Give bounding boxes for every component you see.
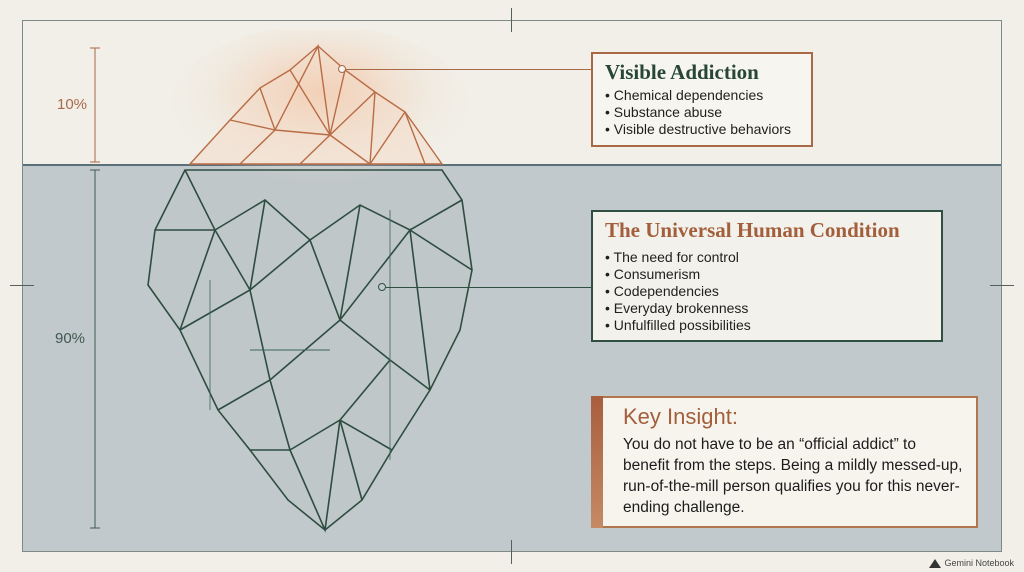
hidden-percent-label: 90% — [55, 330, 86, 347]
list-item: Codependencies — [605, 283, 929, 300]
key-insight-accent-bar — [591, 396, 603, 528]
list-item: Substance abuse — [605, 104, 799, 121]
visible-percent-label: 10% — [57, 96, 88, 113]
human-condition-title: The Universal Human Condition — [605, 218, 900, 242]
list-item: Unfulfilled possibilities — [605, 317, 929, 334]
key-insight-text: You do not have to be an “official addic… — [623, 436, 963, 516]
visible-connector-dot — [338, 65, 346, 73]
spark-icon — [929, 558, 942, 568]
list-item: Everyday brokenness — [605, 300, 929, 317]
hidden-leader-line — [386, 287, 591, 288]
visible-leader-line — [346, 69, 591, 70]
hidden-connector-dot — [378, 283, 386, 291]
list-item: Chemical dependencies — [605, 87, 799, 104]
footer-label: Gemini Notebook — [944, 558, 1014, 568]
visible-addiction-list: Chemical dependencies Substance abuse Vi… — [605, 87, 799, 138]
human-condition-list: The need for control Consumerism Codepen… — [605, 249, 929, 334]
blueprint-frame — [22, 20, 1002, 552]
iceberg-illustration — [147, 30, 473, 533]
frame-tick-top — [511, 8, 512, 32]
human-condition-card: The Universal Human Condition The need f… — [591, 210, 943, 342]
visible-addiction-card: Visible Addiction Chemical dependencies … — [591, 52, 813, 147]
key-insight-card: Key Insight: You do not have to be an “o… — [591, 396, 978, 528]
measurement-brackets — [90, 47, 100, 529]
key-insight-title: Key Insight: — [623, 404, 738, 429]
frame-tick-bottom — [511, 540, 512, 564]
list-item: The need for control — [605, 249, 929, 266]
frame-tick-left — [10, 285, 34, 286]
visible-addiction-title: Visible Addiction — [605, 60, 759, 84]
frame-tick-right — [990, 285, 1014, 286]
iceberg-body — [147, 169, 473, 533]
list-item: Visible destructive behaviors — [605, 121, 799, 138]
footer-brand: Gemini Notebook — [929, 558, 1014, 568]
waterline — [23, 164, 1001, 166]
list-item: Consumerism — [605, 266, 929, 283]
